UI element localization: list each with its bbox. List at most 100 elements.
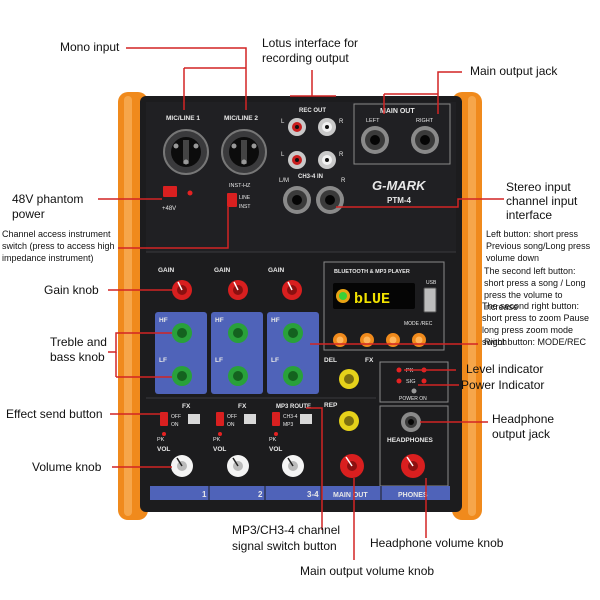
silk-pk-1: PK [157,437,165,443]
strip-ch34: 3-4 [307,490,319,499]
silk-lf-2: LF [215,357,223,364]
silk-gain-2: GAIN [214,267,231,274]
strip-phones: PHONES [398,492,428,499]
silk-l-top: L [281,119,285,125]
silk-headphones: HEADPHONES [387,437,434,444]
fx-send-button-1[interactable] [160,412,168,426]
sig-led-left [396,378,402,384]
callout-volume-knob: Volume knob [32,460,102,474]
silk-hf-1: HF [159,317,168,324]
silk-48v: +48V [162,206,176,212]
lcd-display [333,283,415,309]
inst-switch-button[interactable] [227,193,237,207]
silk-r-bottom: R [341,178,346,184]
prev-button[interactable] [333,333,347,347]
stereo-input-jack-l[interactable] [283,186,311,214]
main-volume-knob[interactable] [340,454,364,478]
silk-pk-3: PK [269,437,277,443]
silk-gain-3: GAIN [268,267,285,274]
silk-left: LEFT [366,118,380,124]
rca-ch34-in-r[interactable] [318,151,336,169]
callout-effect-send: Effect send button [6,407,103,421]
callout-lotus: Lotus interface for recording output [262,36,359,65]
gain-knob-1[interactable] [172,280,192,300]
xlr-jack-2[interactable] [221,129,267,175]
main-out-jack-left[interactable] [361,126,389,154]
callout-level-indicator: Level indicator [466,362,544,376]
rca-rec-out-l[interactable] [288,118,306,136]
silk-usb: USB [426,280,437,286]
volume-knob-3[interactable] [282,455,304,477]
silk-lm: L/M [279,178,289,184]
silk-off-2: OFF [227,414,237,420]
silk-line: LINE [239,195,251,201]
model-label: PTM-4 [387,196,412,205]
phantom-48v-button[interactable] [163,186,177,197]
silk-ch34-route: CH3-4 [283,414,298,420]
callout-left-button: Left button: short press Previous song/L… [486,229,591,263]
pk-led-left [396,367,402,373]
del-knob[interactable] [339,369,359,389]
gain-knob-3[interactable] [282,280,302,300]
callout-mono-input: Mono input [60,40,120,54]
rep-knob[interactable] [339,411,359,431]
silk-fx-1: FX [182,403,191,410]
callout-second-left: The second left button: short press a so… [484,266,586,312]
volume-knob-2[interactable] [227,455,249,477]
hf-knob-1[interactable] [172,323,192,343]
silk-power-on: POWER ON [399,396,427,402]
gain-knob-2[interactable] [228,280,248,300]
silk-on-1: ON [171,422,179,428]
hf-knob-3[interactable] [283,323,303,343]
usb-port[interactable] [423,287,437,313]
play-pause-button[interactable] [386,333,400,347]
callout-power-indicator: Power Indicator [461,378,545,392]
next-button[interactable] [360,333,374,347]
fx-send-button-2[interactable] [216,412,224,426]
silk-mic-line-1: MIC/LINE 1 [166,115,200,122]
callout-stereo-input: Stereo input channel input interface [506,180,578,222]
xlr-jack-1[interactable] [163,129,209,175]
silk-gain-1: GAIN [158,267,175,274]
callout-phantom: 48V phantom power [12,192,84,221]
brand-logo: G-MARK [372,178,427,193]
mode-rec-button[interactable] [412,333,426,347]
silk-rep: REP [324,402,338,409]
silk-pk-indicator: PK [406,368,414,374]
callout-main-output-jack: Main output jack [470,64,558,78]
silk-rec-out: REC OUT [299,108,326,114]
silk-vol-1: VOL [157,446,170,453]
eq-panel-2 [211,312,263,394]
eq-panel-3 [267,312,319,394]
silk-inst-hz: INST-HZ [229,183,251,189]
rca-ch34-in-l[interactable] [288,151,306,169]
callout-headphone-jack: Headphone output jack [492,412,555,441]
hf-knob-2[interactable] [228,323,248,343]
callout-main-volume: Main output volume knob [300,564,435,578]
lf-knob-2[interactable] [228,366,248,386]
callout-lines [98,47,504,560]
main-out-jack-right[interactable] [411,126,439,154]
rca-rec-out-r[interactable] [318,118,336,136]
callout-gain-knob: Gain knob [44,283,99,297]
callout-mp3-switch: MP3/CH3-4 channel signal switch button [232,523,341,553]
power-led [411,388,417,394]
callout-second-right: The second right button: short press to … [482,301,590,347]
stereo-input-jack-r[interactable] [316,186,344,214]
silk-on-2: ON [227,422,235,428]
silk-right: RIGHT [416,118,434,124]
headphone-volume-knob[interactable] [401,454,425,478]
mp3-route-button[interactable] [272,412,280,426]
silk-inst: INST [239,204,250,210]
callout-treble-bass: Treble and bass knob [50,335,107,364]
silk-fx-master: FX [365,357,374,364]
silk-l-mid: L [281,152,285,158]
lf-knob-3[interactable] [283,366,303,386]
headphone-jack[interactable] [401,412,421,432]
lf-knob-1[interactable] [172,366,192,386]
volume-knob-1[interactable] [171,455,193,477]
lcd-display-text: bLUE [354,291,390,308]
silk-ch34-in: CH3-4 IN [298,174,323,180]
silk-main-out: MAIN OUT [380,108,415,115]
